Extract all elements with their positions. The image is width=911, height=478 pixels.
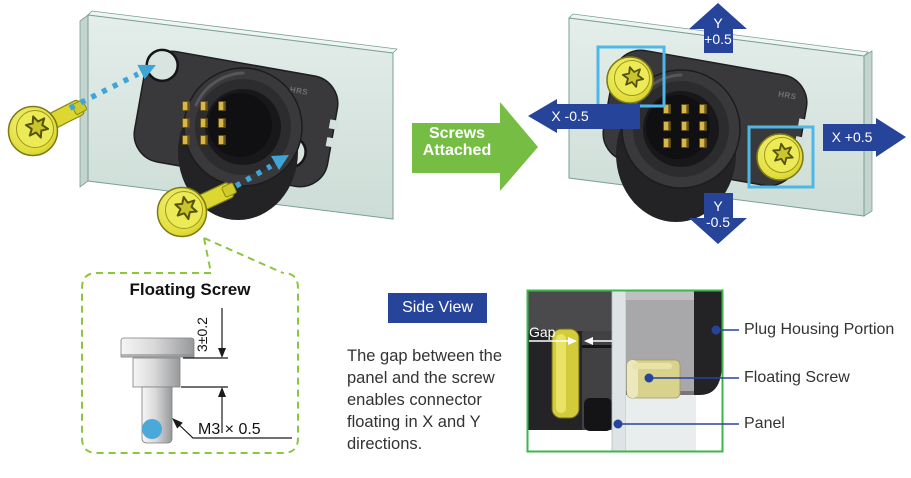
screw-drawing-shoulder <box>132 357 181 388</box>
screw-drawing <box>120 337 195 444</box>
thread-spec-label: M3 × 0.5 <box>198 421 261 438</box>
floating-screw-callout-box <box>81 237 299 454</box>
pin <box>200 101 208 111</box>
dotted-arrow-line <box>68 71 140 111</box>
pin <box>218 101 226 111</box>
callout-dot <box>644 373 654 383</box>
side-view-description: The gap between the panel and the screw … <box>347 347 503 453</box>
screws-attached-line1: Screws <box>428 125 486 142</box>
callout-box-border <box>81 272 299 454</box>
screws-attached-arrow-shape <box>412 102 538 191</box>
callout-floating-screw-label: Floating Screw <box>744 369 850 386</box>
pin <box>200 118 208 128</box>
dimension-arrowhead <box>218 387 226 397</box>
side-view-callouts <box>613 325 739 429</box>
arrowhead <box>271 155 289 170</box>
pin <box>681 138 689 148</box>
screws-attached-line2: Attached <box>422 142 492 159</box>
gap-arrowhead-right <box>568 337 577 345</box>
side-view-badge: Side View <box>388 293 487 323</box>
floating-screw-cap <box>627 360 638 398</box>
housing-seam <box>582 345 612 348</box>
insertion-arrows <box>68 64 289 189</box>
floating-screw-title: Floating Screw <box>129 280 251 299</box>
loose-screw-bottom <box>156 182 237 238</box>
hrs-marking: HRS <box>289 85 309 97</box>
side-view-graphic <box>528 291 722 451</box>
dimension-arrowhead <box>218 348 226 358</box>
float-down-label: Y -0.5 <box>692 198 744 230</box>
screws-attached-label: Screws Attached <box>401 125 513 159</box>
loose-screw-top <box>7 99 87 157</box>
pin <box>663 138 671 148</box>
pin <box>699 104 707 114</box>
pin <box>218 135 226 145</box>
housing-bottom-step <box>584 398 612 431</box>
float-arrow-up <box>689 3 747 53</box>
pin <box>218 118 226 128</box>
barrel-socket <box>208 93 272 157</box>
hrs-marking: HRS <box>778 89 798 101</box>
flange-notch <box>325 137 338 148</box>
float-right-label: X +0.5 <box>831 129 873 145</box>
float-down-value: -0.5 <box>705 214 731 230</box>
barrel-socket <box>646 95 710 159</box>
callout-panel-label: Panel <box>744 415 785 432</box>
thread-highlight <box>142 419 162 439</box>
callout-dot <box>613 419 623 429</box>
screw-head-highlight <box>556 334 566 413</box>
plug-housing-shell-section <box>694 291 722 395</box>
pin <box>681 104 689 114</box>
pin <box>699 138 707 148</box>
float-arrow-left <box>528 99 640 133</box>
gap-arrowhead-left <box>584 337 593 345</box>
housing-top-section <box>528 291 612 331</box>
flange-notch <box>328 119 341 130</box>
thread-leader-line <box>173 419 292 439</box>
float-up-value: +0.5 <box>704 31 732 47</box>
float-up-axis: Y <box>713 15 723 31</box>
pin-grid-right <box>663 104 707 148</box>
callout-dot <box>711 325 721 335</box>
plug-housing-highlight <box>626 291 696 300</box>
barrel-highlight <box>194 71 245 107</box>
pin-grid-left <box>182 101 226 145</box>
leader-arrowhead <box>172 418 183 429</box>
pin <box>200 135 208 145</box>
dimension-annotation <box>172 308 292 439</box>
callout-leader-lines <box>203 237 284 274</box>
screw-highlight-box <box>747 125 815 189</box>
screw-head-shadow <box>121 354 194 358</box>
attached-screw-top <box>606 56 654 104</box>
attached-screw-bottom <box>756 133 804 181</box>
pin <box>699 121 707 131</box>
shoulder-dimension-label: 3±0.2 <box>194 317 210 352</box>
pin <box>182 118 190 128</box>
float-left-label: X -0.5 <box>551 108 589 124</box>
float-up-label: Y +0.5 <box>692 15 744 47</box>
pin <box>182 101 190 111</box>
pin <box>681 121 689 131</box>
screw-drawing-head <box>120 337 195 358</box>
float-arrow-down <box>689 193 747 244</box>
callout-plug-housing-label: Plug Housing Portion <box>744 321 895 338</box>
pin <box>663 121 671 131</box>
float-arrows <box>528 3 906 244</box>
gap-label: Gap <box>529 324 556 340</box>
gap-arrows <box>529 337 612 345</box>
arrowhead <box>137 64 156 80</box>
side-view-border <box>526 289 724 453</box>
float-down-axis: Y <box>713 198 723 214</box>
float-arrow-right <box>823 118 906 157</box>
floating-screw-shine <box>632 363 672 369</box>
mounting-hole <box>145 48 179 83</box>
pin <box>182 135 190 145</box>
